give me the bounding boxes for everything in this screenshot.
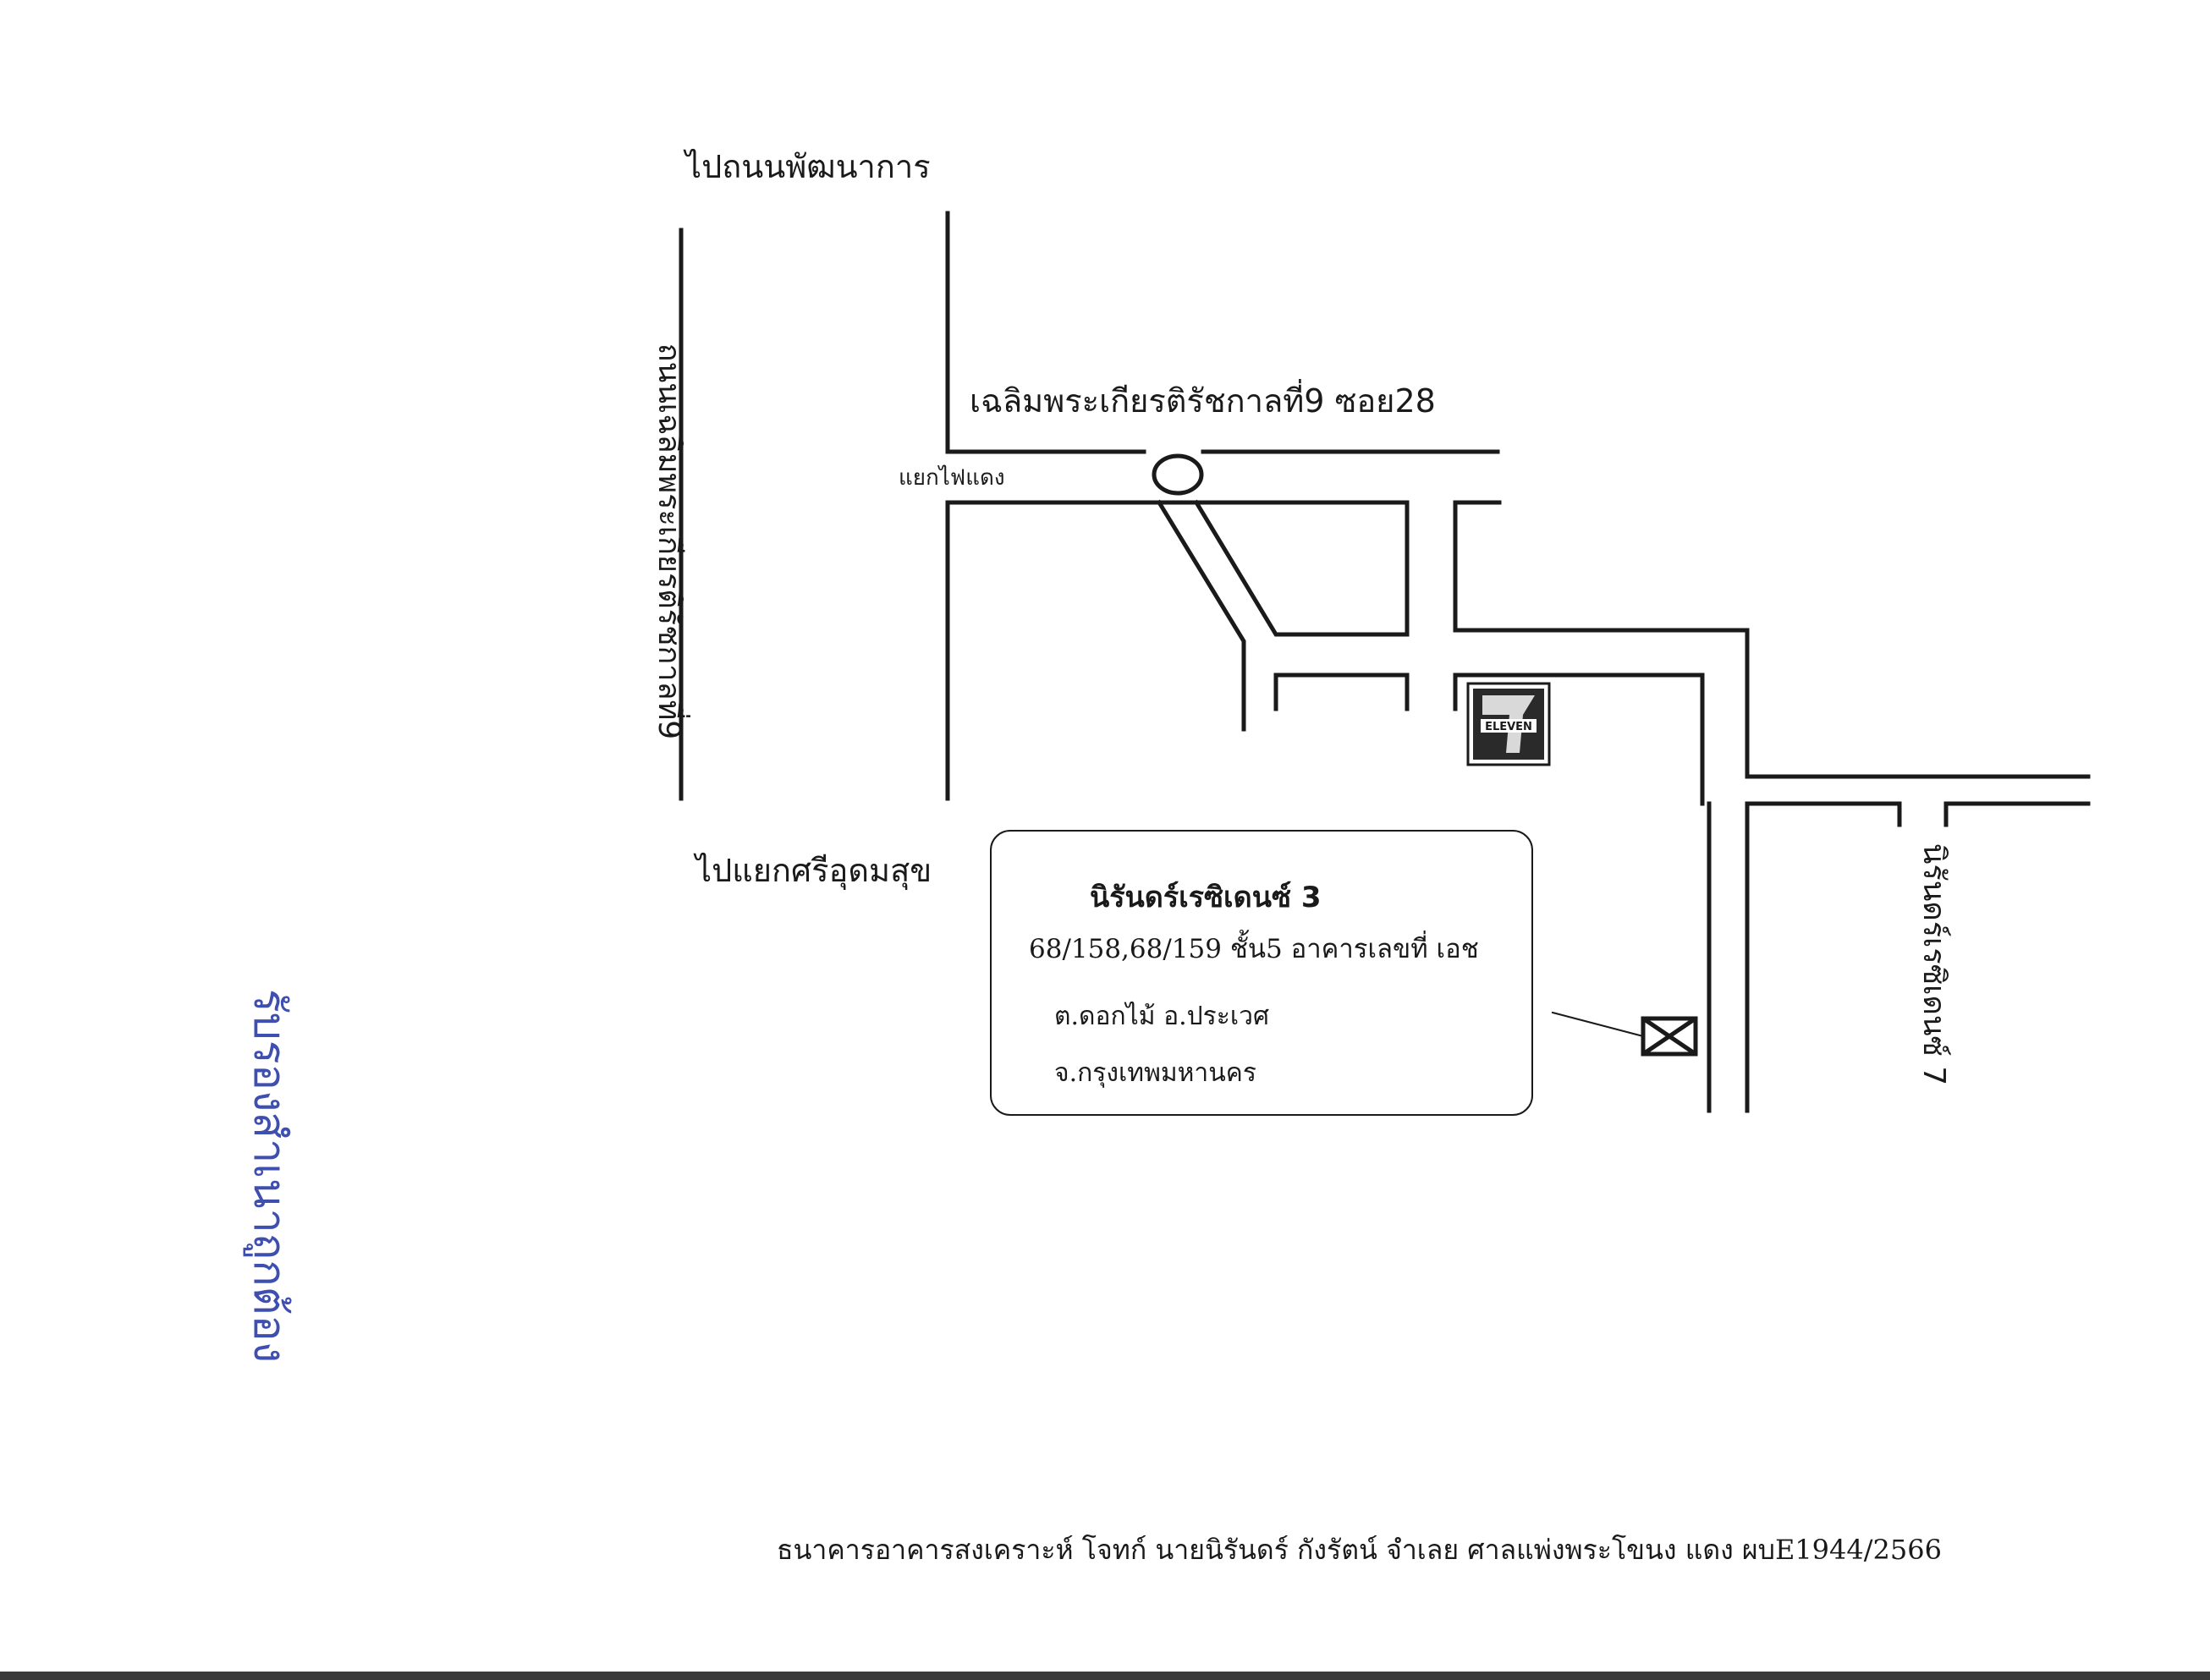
main-road-label: ถนนเฉลิมพระเกียรติรัชกาลที่9 (651, 343, 686, 740)
label-to-pattanakarn: ไปถนนพัฒนาการ (685, 148, 931, 185)
address-line-1: 68/158,68/159 ชั้น5 อาคารเลขที่ เอช (1029, 934, 1479, 964)
address-callout: นิรันดร์เรซิเดนซ์ 3 68/158,68/159 ชั้น5 … (990, 830, 1533, 1116)
address-line-3: จ.กรุงเทพมหานคร (1054, 1058, 1256, 1088)
property-name: นิรันดร์เรซิเดนซ์ 3 (1090, 881, 1322, 914)
roundabout (1152, 453, 1204, 496)
case-footer: ธนาคารอาคารสงเคราะห์ โจทก์ นายนิรันดร์ ก… (777, 1534, 1942, 1566)
pointer-line (1551, 1011, 1645, 1038)
side-road-label: นิรันดร์เรซิเดนซ์ 7 (1916, 843, 1951, 1086)
stamp-text: รับรองสำเนาถูกต้อง (244, 988, 294, 1364)
scan-border (0, 1672, 2210, 1680)
diagonal-road-east (1148, 499, 1410, 637)
label-to-sri-udom-suk: ไปแยกศรีอุดมสุข (695, 852, 932, 889)
diagonal-road-west (1156, 499, 1246, 732)
x-box-icon (1641, 1016, 1698, 1057)
soi-28-label: เฉลิมพระเกียรติรัชกาลที่9 ซอย28 (970, 382, 1436, 420)
lower-block-right (1453, 673, 1705, 806)
lower-block-left (1273, 673, 1410, 711)
svg-text:ELEVEN: ELEVEN (1485, 721, 1532, 733)
certification-stamp: รับรองสำเนาถูกต้อง (244, 988, 294, 1364)
traffic-light-label: แยกไฟแดง (899, 465, 1005, 491)
address-line-2: ต.ดอกไม้ อ.ประเวศ (1054, 1002, 1270, 1031)
seven-eleven-logo: ELEVEN (1466, 682, 1551, 766)
